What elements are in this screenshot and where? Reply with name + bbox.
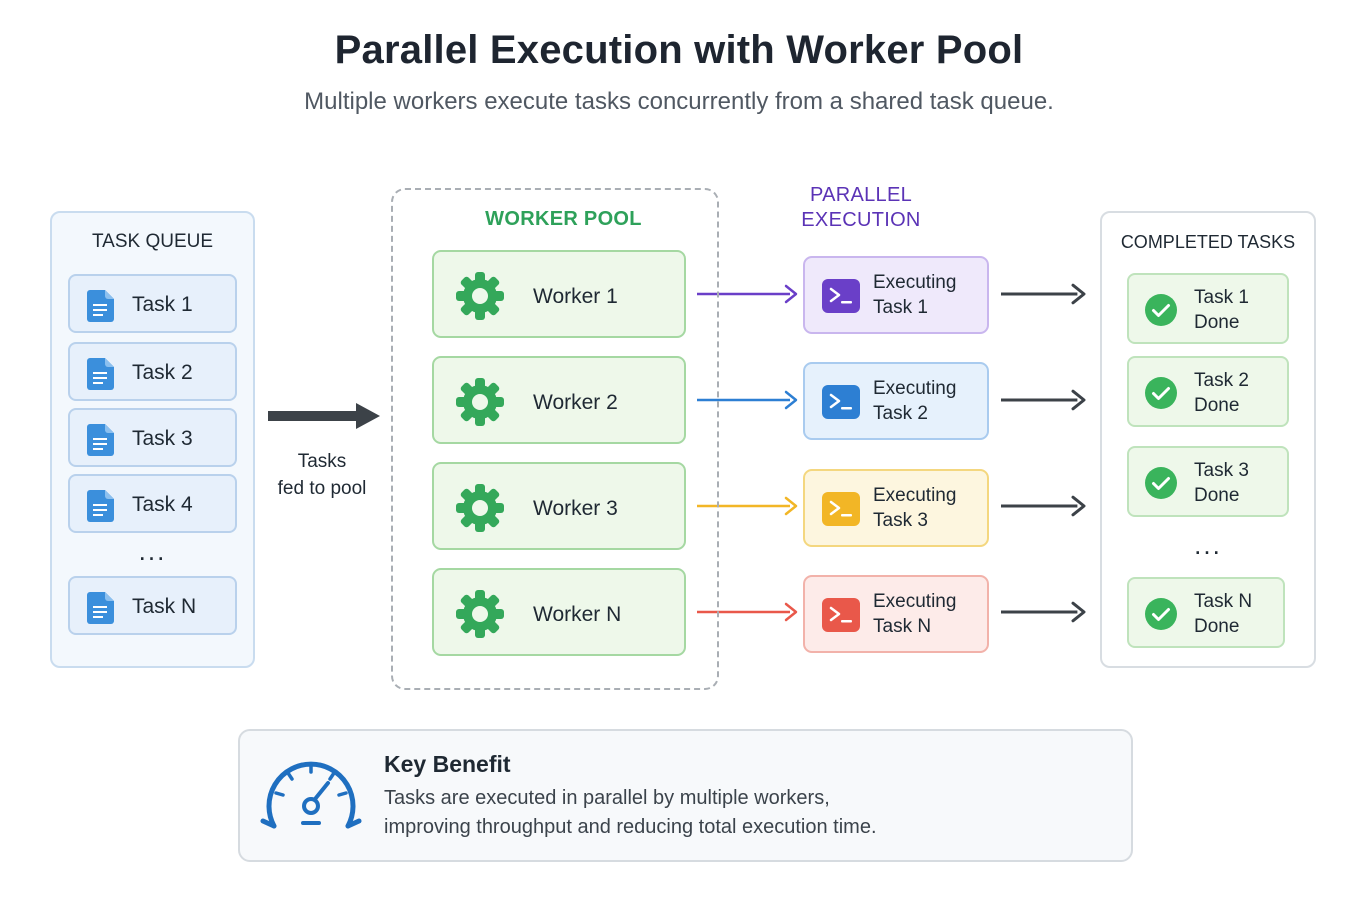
queue-task-label: Task 1 <box>132 293 193 316</box>
execution-card: Executing Task 2 <box>803 362 989 440</box>
check-circle-icon <box>1145 294 1177 326</box>
parallel-execution-title: PARALLEL EXECUTION <box>790 183 932 233</box>
queue-task-label: Task N <box>132 595 197 618</box>
completed-task-label: Task 2 <box>1194 370 1249 391</box>
execution-card: Executing Task 3 <box>803 469 989 547</box>
feed-label-line1: Tasks <box>297 451 347 472</box>
execution-label: Executing <box>873 485 957 506</box>
execution-label: Executing <box>873 378 957 399</box>
execution-label: Executing <box>873 272 957 293</box>
document-icon <box>87 424 114 456</box>
gear-icon <box>456 590 504 638</box>
completed-status-label: Done <box>1194 312 1240 333</box>
execution-task-label: Task N <box>873 616 932 637</box>
task-queue-title: TASK QUEUE <box>91 231 214 252</box>
parallel-execution-title-line1: PARALLEL <box>809 184 913 206</box>
completed-status-label: Done <box>1194 395 1240 416</box>
document-icon <box>87 358 114 390</box>
parallel-execution-title-line2: EXECUTION <box>801 209 921 231</box>
gear-icon <box>456 272 504 320</box>
check-circle-icon <box>1145 598 1177 630</box>
worker-to-execution-arrow <box>697 284 798 304</box>
worker-card: Worker 1 <box>432 250 686 338</box>
worker-card: Worker N <box>432 568 686 656</box>
worker-label: Worker 1 <box>533 285 618 308</box>
terminal-icon <box>822 598 860 632</box>
worker-pool-panel <box>391 188 719 690</box>
worker-card: Worker 2 <box>432 356 686 444</box>
queue-task-label: Task 4 <box>132 493 193 516</box>
check-circle-icon <box>1145 467 1177 499</box>
key-benefit-text-line2: improving throughput and reducing total … <box>384 816 877 838</box>
completed-task-item: Task 3 Done <box>1127 446 1289 517</box>
completed-status-label: Done <box>1194 485 1240 506</box>
queue-task-item: Task N <box>68 576 237 635</box>
completed-status-label: Done <box>1194 616 1240 637</box>
execution-to-completed-arrow <box>1001 283 1086 305</box>
key-benefit-text-line1: Tasks are executed in parallel by multip… <box>384 787 830 809</box>
completed-task-label: Task N <box>1194 591 1253 612</box>
worker-label: Worker 2 <box>533 391 618 414</box>
execution-task-label: Task 2 <box>873 403 928 424</box>
check-circle-icon <box>1145 377 1177 409</box>
execution-to-completed-arrow <box>1001 495 1086 517</box>
gear-icon <box>456 484 504 532</box>
document-icon <box>87 290 114 322</box>
execution-to-completed-arrow <box>1001 601 1086 623</box>
completed-task-label: Task 3 <box>1194 460 1249 481</box>
key-benefit-box <box>238 729 1133 862</box>
document-icon <box>87 490 114 522</box>
execution-card: Executing Task N <box>803 575 989 653</box>
queue-ellipsis: ... <box>138 536 167 566</box>
worker-label: Worker 3 <box>533 497 618 520</box>
terminal-icon <box>822 385 860 419</box>
execution-task-label: Task 3 <box>873 510 928 531</box>
page-title: Parallel Execution with Worker Pool <box>334 28 1024 72</box>
queue-task-item: Task 2 <box>68 342 237 401</box>
speedometer-icon <box>260 761 362 829</box>
completed-task-item: Task N Done <box>1127 577 1285 648</box>
completed-ellipsis: ... <box>1194 530 1222 560</box>
execution-task-label: Task 1 <box>873 297 928 318</box>
terminal-icon <box>822 279 860 313</box>
terminal-icon <box>822 492 860 526</box>
queue-task-item: Task 3 <box>68 408 237 467</box>
queue-task-label: Task 3 <box>132 427 193 450</box>
queue-task-item: Task 4 <box>68 474 237 533</box>
completed-task-label: Task 1 <box>1194 287 1249 308</box>
document-icon <box>87 592 114 624</box>
feed-arrow <box>268 403 380 429</box>
execution-label: Executing <box>873 591 957 612</box>
key-benefit-title: Key Benefit <box>384 751 511 777</box>
worker-to-execution-arrow <box>697 390 798 410</box>
page-subtitle: Multiple workers execute tasks concurren… <box>304 88 1054 115</box>
worker-card: Worker 3 <box>432 462 686 550</box>
worker-to-execution-arrow <box>697 602 798 622</box>
worker-label: Worker N <box>533 603 622 626</box>
completed-tasks-title: COMPLETED TASKS <box>1120 232 1296 252</box>
queue-task-label: Task 2 <box>132 361 193 384</box>
worker-pool-title: WORKER POOL <box>485 208 642 230</box>
completed-task-item: Task 1 Done <box>1127 273 1289 344</box>
worker-to-execution-arrow <box>697 496 798 516</box>
queue-task-item: Task 1 <box>68 274 237 333</box>
gear-icon <box>456 378 504 426</box>
completed-task-item: Task 2 Done <box>1127 356 1289 427</box>
feed-label-line2: fed to pool <box>277 478 367 499</box>
execution-card: Executing Task 1 <box>803 256 989 334</box>
execution-to-completed-arrow <box>1001 389 1086 411</box>
feed-label: Tasks fed to pool <box>268 448 376 502</box>
